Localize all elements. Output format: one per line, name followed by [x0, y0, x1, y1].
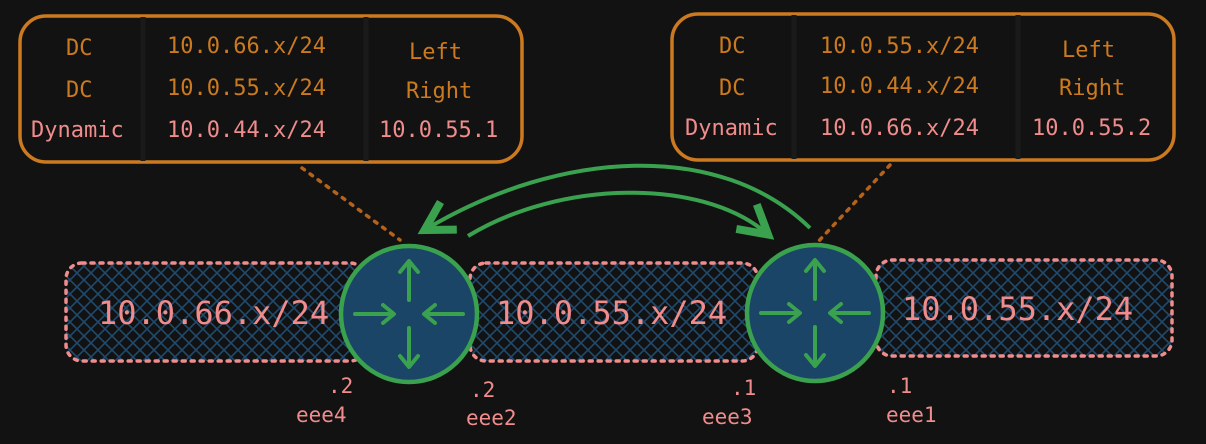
routing-table-left: [18, 14, 524, 164]
left-table-prefix-1: 10.0.66.x/24: [167, 34, 326, 59]
interface-host-eee4: .2: [328, 374, 354, 398]
network-label-middle: 10.0.55.x/24: [496, 294, 728, 332]
right-table-nexthop-1: Left: [1062, 38, 1115, 63]
interface-name-eee2: eee2: [466, 406, 517, 430]
left-table-prefix-3: 10.0.44.x/24: [167, 118, 326, 143]
left-table-type-1: DC: [66, 36, 93, 61]
interface-name-eee3: eee3: [702, 405, 753, 429]
interface-name-eee1: eee1: [886, 403, 937, 427]
right-table-nexthop-3: 10.0.55.2: [1032, 116, 1152, 141]
interface-host-eee2: .2: [470, 378, 496, 402]
right-table-type-2: DC: [719, 76, 746, 101]
right-table-type-3: Dynamic: [685, 116, 778, 141]
interface-name-eee4: eee4: [296, 403, 347, 427]
left-table-type-2: DC: [66, 78, 93, 103]
left-table-type-3: Dynamic: [31, 118, 124, 143]
right-table-prefix-1: 10.0.55.x/24: [820, 34, 979, 59]
right-table-prefix-3: 10.0.66.x/24: [820, 116, 979, 141]
left-table-nexthop-1: Left: [409, 40, 462, 65]
routing-table-right: [670, 12, 1176, 162]
interface-host-eee3: .1: [731, 376, 757, 400]
right-table-type-1: DC: [719, 34, 746, 59]
router-icon: [744, 242, 886, 384]
right-table-nexthop-2: Right: [1059, 76, 1126, 101]
router-icon: [338, 243, 480, 385]
leader-line-right: [813, 163, 892, 247]
left-table-prefix-2: 10.0.55.x/24: [167, 76, 326, 101]
interface-host-eee1: .1: [887, 374, 913, 398]
leader-line-left: [300, 166, 402, 242]
exchange-arrows-icon: [428, 163, 812, 236]
network-label-left: 10.0.66.x/24: [98, 294, 330, 332]
right-table-prefix-2: 10.0.44.x/24: [820, 74, 979, 99]
network-label-right: 10.0.55.x/24: [902, 290, 1134, 328]
network-segment-right: [874, 258, 1174, 358]
left-table-nexthop-3: 10.0.55.1: [379, 118, 499, 143]
left-table-nexthop-2: Right: [406, 79, 473, 104]
